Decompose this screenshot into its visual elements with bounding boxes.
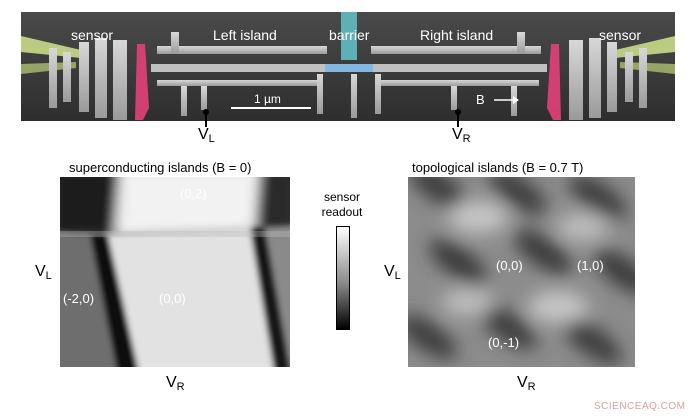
- sem-device-drawing: [21, 12, 675, 121]
- gate-pink-left: [135, 44, 149, 120]
- panel-left-xlabel: VR: [166, 374, 185, 393]
- panel-left-ylabel: VL: [35, 263, 52, 282]
- colorbar-label: sensor readout: [321, 190, 363, 219]
- panel-left-title: superconducting islands (B = 0): [69, 160, 252, 175]
- gate-label-vl: VL: [198, 126, 215, 145]
- gate-line-left: [205, 113, 207, 127]
- panel-right-map: [408, 177, 635, 367]
- label-left-island: Left island: [213, 27, 277, 43]
- panel-right-ylabel: VL: [384, 263, 401, 282]
- panel-right-state-3: (0,-1): [488, 335, 520, 350]
- gate-pink-right: [547, 44, 561, 120]
- panel-left-state-1: (0,2): [180, 186, 207, 201]
- credit-watermark: SCIENCEAQ.COM: [594, 401, 686, 412]
- gate-label-vr: VR: [452, 126, 471, 145]
- gate-line-right: [457, 113, 459, 127]
- panel-left-state-3: (0,0): [159, 291, 186, 306]
- label-field-b: B: [476, 92, 485, 107]
- panel-right-xlabel: VR: [517, 374, 536, 393]
- label-barrier: barrier: [329, 27, 370, 43]
- scale-bar: [231, 107, 311, 109]
- island-highlight: [325, 64, 373, 72]
- barrier-gate: [341, 12, 357, 60]
- panel-right-state-2: (1,0): [577, 258, 604, 273]
- label-right-island: Right island: [420, 27, 494, 43]
- panel-right-state-1: (0,0): [496, 258, 523, 273]
- label-sensor-right: sensor: [599, 27, 642, 43]
- panel-left-map: [60, 177, 290, 367]
- sem-image: [21, 12, 675, 121]
- colorbar: [336, 226, 350, 330]
- label-scale-bar: 1 µm: [254, 92, 281, 106]
- panel-left-state-2: (-2,0): [63, 291, 95, 306]
- label-sensor-left: sensor: [71, 27, 114, 43]
- panel-right-title: topological islands (B = 0.7 T): [412, 160, 584, 175]
